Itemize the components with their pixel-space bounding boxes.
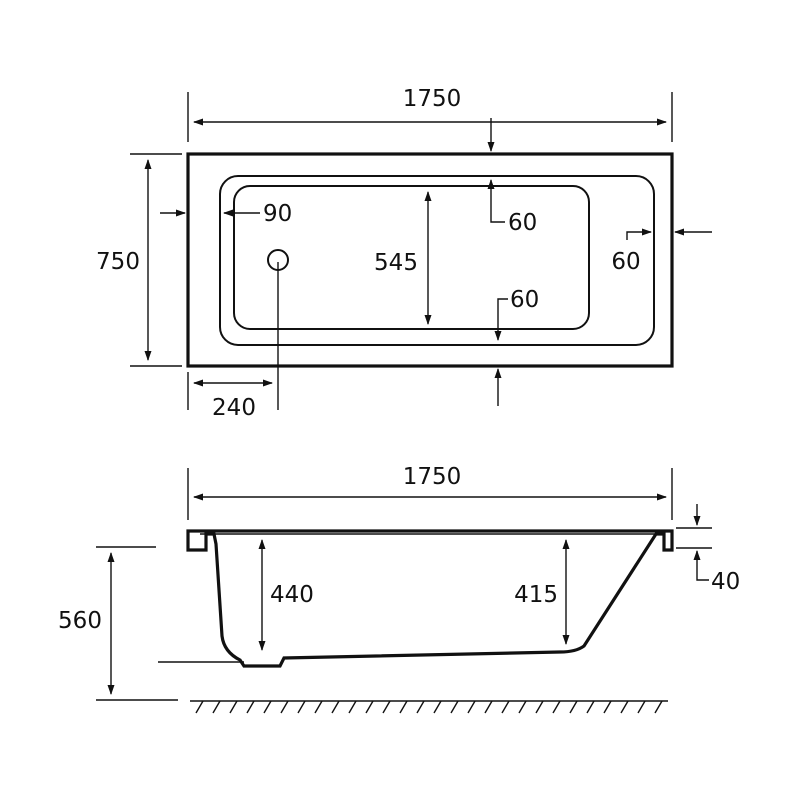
floor-hatch-mark xyxy=(314,700,323,714)
floor-hatch-mark xyxy=(654,700,663,714)
rim-thickness-label: 40 xyxy=(711,569,740,595)
waste-offset-label: 240 xyxy=(212,395,256,421)
floor-hatch-mark xyxy=(501,700,510,714)
rim-bottom-arrow-inner xyxy=(494,298,508,341)
floor-hatch-mark xyxy=(586,700,595,714)
floor-hatch-mark xyxy=(297,700,306,714)
plan-view: 1750 750 90 545 60 60 60 240 xyxy=(96,86,712,421)
floor-hatch-mark xyxy=(535,700,544,714)
rim-bottom-label: 60 xyxy=(510,287,539,313)
floor-hatch-mark xyxy=(569,700,578,714)
plan-width-label: 750 xyxy=(96,249,140,275)
floor-hatch-mark xyxy=(450,700,459,714)
floor-hatch-mark xyxy=(246,700,255,714)
floor-hatch-mark xyxy=(603,700,612,714)
floor-hatch-mark xyxy=(433,700,442,714)
side-tub-profile xyxy=(186,529,674,668)
rim-thickness-arrow-bottom xyxy=(693,550,709,581)
floor-hatch-mark xyxy=(552,700,561,714)
side-height-label: 560 xyxy=(58,608,102,634)
floor-hatch-mark xyxy=(416,700,425,714)
floor-hatch-mark xyxy=(348,700,357,714)
floor-hatch-mark xyxy=(399,700,408,714)
plan-outer-outline xyxy=(186,152,674,368)
side-view: 1750 560 440 415 40 xyxy=(58,464,740,714)
depth-waste-end-label: 440 xyxy=(270,582,314,608)
floor-hatch-mark xyxy=(229,700,238,714)
floor-hatch-mark xyxy=(212,700,221,714)
floor-hatch-mark xyxy=(365,700,374,714)
floor-hatch-mark xyxy=(484,700,493,714)
rim-left-label: 90 xyxy=(263,201,292,227)
rim-top-label: 60 xyxy=(508,210,537,236)
floor-hatch-mark xyxy=(382,700,391,714)
floor-hatch-mark xyxy=(518,700,527,714)
floor-hatch-mark xyxy=(263,700,272,714)
side-length-label: 1750 xyxy=(403,464,462,490)
floor-hatch-mark xyxy=(620,700,629,714)
floor-hatching xyxy=(195,700,663,714)
plan-length-label: 1750 xyxy=(403,86,462,112)
floor-hatch-mark xyxy=(331,700,340,714)
rim-top-arrow-inner xyxy=(487,179,505,223)
floor-hatch-mark xyxy=(637,700,646,714)
rim-right-label: 60 xyxy=(611,249,640,275)
floor-hatch-mark xyxy=(467,700,476,714)
floor-hatch-mark xyxy=(280,700,289,714)
depth-foot-end-label: 415 xyxy=(514,582,558,608)
plan-inner-rim xyxy=(219,175,655,346)
basin-width-label: 545 xyxy=(374,250,418,276)
rim-right-arrow-inner xyxy=(626,228,652,240)
floor-hatch-mark xyxy=(195,700,204,714)
plan-basin xyxy=(233,185,590,330)
